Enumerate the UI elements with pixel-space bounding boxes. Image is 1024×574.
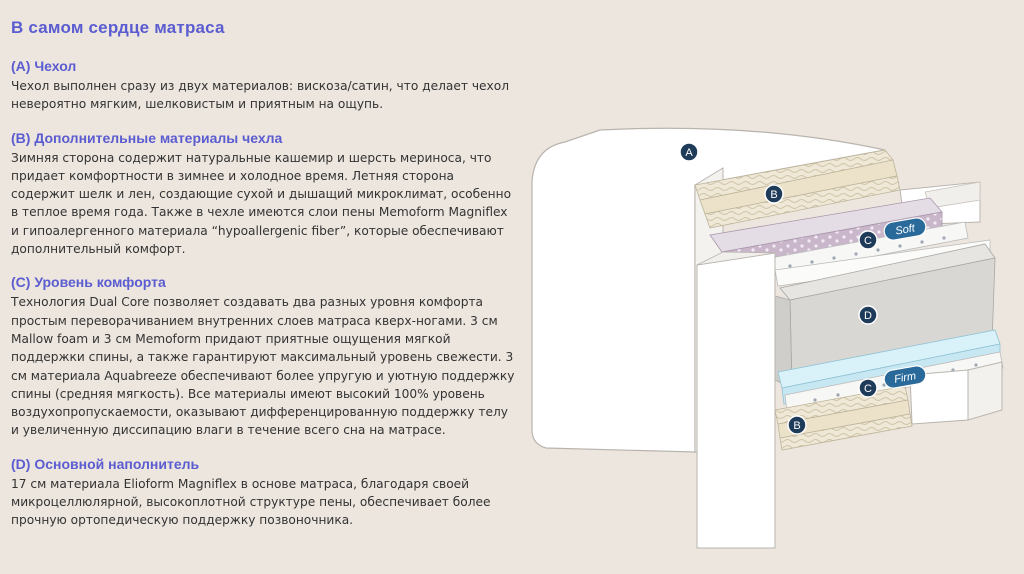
- section-heading: (A) Чехол: [11, 58, 77, 74]
- section-heading: (D) Основной наполнитель: [11, 455, 200, 472]
- soft-tag: Soft: [883, 217, 927, 241]
- svg-text:A: A: [685, 147, 693, 159]
- svg-text:D: D: [864, 310, 872, 322]
- label-d: D: [858, 305, 878, 325]
- svg-text:B: B: [793, 420, 800, 432]
- section-body: Зимняя сторона содержит натуральные каше…: [11, 150, 512, 257]
- section-cover: (A) Чехол Чехол выполнен сразу из двух м…: [11, 58, 516, 114]
- page-title: В самом сердце матраса: [11, 18, 225, 37]
- section-body: 17 см материала Elioform Magniflex в осн…: [11, 476, 491, 528]
- svg-text:Soft: Soft: [894, 222, 916, 237]
- label-b-top: B: [764, 184, 784, 204]
- label-c-top: C: [858, 230, 878, 250]
- label-b-bottom: B: [787, 415, 807, 435]
- section-core-filler: (D) Основной наполнитель 17 см материала…: [11, 456, 516, 530]
- section-body: Технология Dual Core позволяет создавать…: [11, 295, 515, 438]
- svg-text:C: C: [864, 235, 872, 247]
- cover-front-pillar: [696, 251, 776, 549]
- svg-text:Firm: Firm: [893, 370, 917, 386]
- cover-wool-layer-top: [694, 149, 901, 229]
- firm-tag: Firm: [883, 365, 927, 389]
- text-column: В самом сердце матраса (A) Чехол Чехол в…: [11, 18, 516, 546]
- label-c-bottom: C: [858, 378, 878, 398]
- section-comfort-level: (C) Уровень комфорта Технология Dual Cor…: [11, 274, 516, 439]
- svg-text:B: B: [770, 189, 777, 201]
- section-body: Чехол выполнен сразу из двух материалов:…: [11, 79, 509, 112]
- section-cover-materials: (B) Дополнительные материалы чехла Зимня…: [11, 130, 516, 259]
- section-heading: (C) Уровень комфорта: [11, 274, 166, 291]
- svg-text:C: C: [864, 383, 872, 395]
- label-a: A: [679, 142, 699, 162]
- cover-side-wall-lower: [909, 361, 1003, 425]
- section-heading: (B) Дополнительные материалы чехла: [11, 129, 283, 146]
